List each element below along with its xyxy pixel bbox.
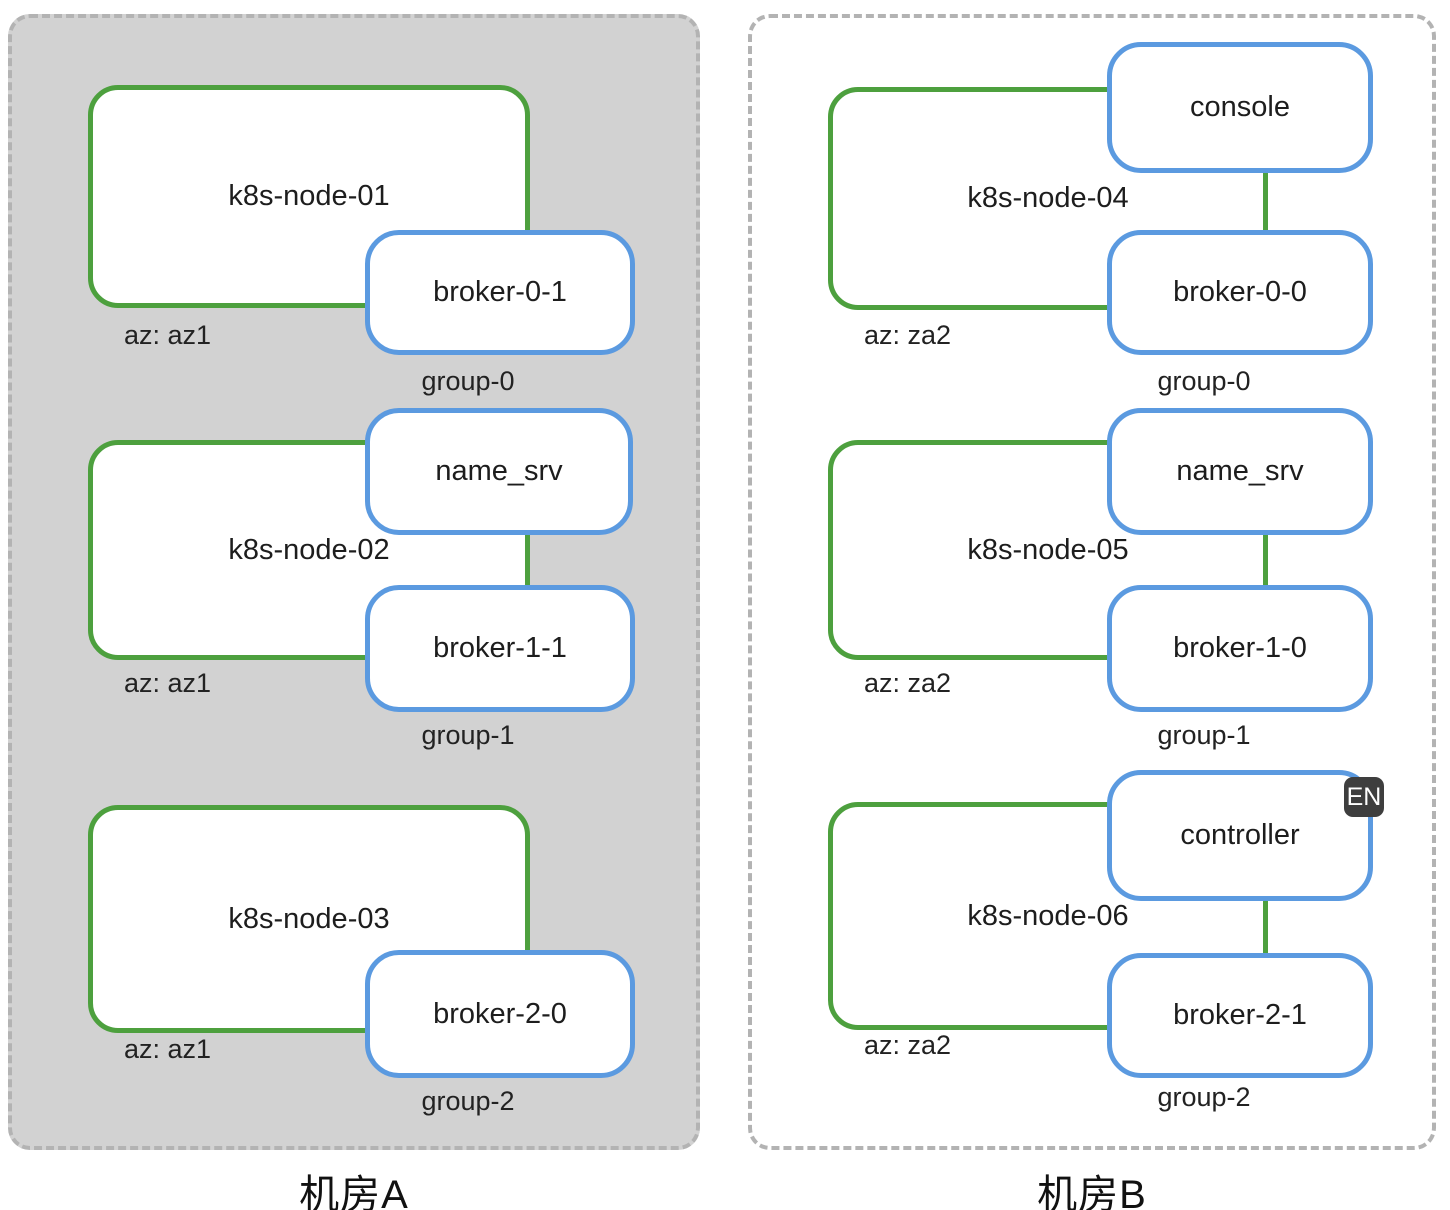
room-a-title: 机房A xyxy=(299,1173,409,1210)
group-label: group-2 xyxy=(1157,1082,1251,1112)
pod-broker-0-0: broker-0-0 xyxy=(1107,230,1373,355)
node-label: k8s-node-06 xyxy=(967,899,1129,932)
room-b-title: 机房B xyxy=(1037,1173,1147,1210)
pod-label: name_srv xyxy=(435,455,563,487)
pod-label: broker-0-1 xyxy=(433,276,567,308)
group-label: group-2 xyxy=(421,1086,515,1116)
node-label: k8s-node-02 xyxy=(228,533,390,566)
pod-name-srv-a: name_srv xyxy=(365,408,633,535)
az-label: az: za2 xyxy=(864,320,952,350)
pod-label: controller xyxy=(1180,819,1300,851)
pod-broker-1-1: broker-1-1 xyxy=(365,585,635,712)
ime-indicator-label: EN xyxy=(1346,782,1382,811)
pod-label: name_srv xyxy=(1176,455,1304,487)
az-label: az: za2 xyxy=(864,1030,952,1060)
az-label: az: az1 xyxy=(124,320,212,350)
node-box-k8s-node-01: k8s-node-01 xyxy=(88,85,530,308)
az-label: az: za2 xyxy=(864,668,952,698)
pod-label: broker-1-1 xyxy=(433,632,567,664)
node-label: k8s-node-03 xyxy=(228,902,390,935)
group-label: group-1 xyxy=(421,720,515,750)
node-label: k8s-node-04 xyxy=(967,182,1129,214)
group-label: group-0 xyxy=(1157,366,1251,396)
pod-label: console xyxy=(1190,91,1290,123)
pod-label: broker-0-0 xyxy=(1173,276,1307,308)
az-label: az: az1 xyxy=(124,1034,212,1064)
ime-indicator-badge[interactable]: EN xyxy=(1344,777,1384,817)
pod-broker-2-0: broker-2-0 xyxy=(365,950,635,1078)
pod-broker-2-1: broker-2-1 xyxy=(1107,953,1373,1078)
pod-name-srv-b: name_srv xyxy=(1107,408,1373,535)
az-label: az: az1 xyxy=(124,668,212,698)
pod-broker-0-1: broker-0-1 xyxy=(365,230,635,355)
pod-controller: controller xyxy=(1107,770,1373,901)
pod-console: console xyxy=(1107,42,1373,173)
pod-label: broker-2-1 xyxy=(1173,999,1307,1031)
group-label: group-1 xyxy=(1157,720,1251,750)
node-label: k8s-node-05 xyxy=(967,533,1129,566)
group-label: group-0 xyxy=(421,366,515,396)
pod-label: broker-2-0 xyxy=(433,997,567,1030)
pod-label: broker-1-0 xyxy=(1173,632,1307,664)
pod-broker-1-0: broker-1-0 xyxy=(1107,585,1373,712)
node-label: k8s-node-01 xyxy=(228,180,390,212)
